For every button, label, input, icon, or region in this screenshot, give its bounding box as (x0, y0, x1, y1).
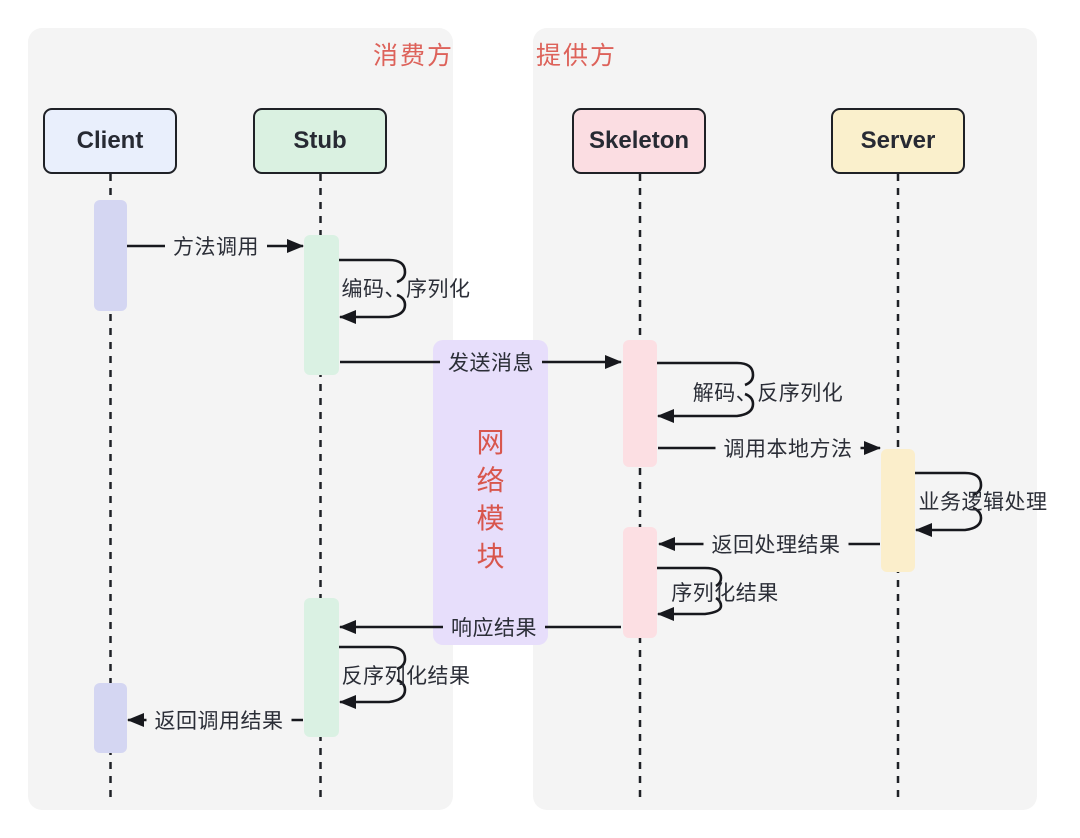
actor-server: Server (831, 108, 965, 174)
label-encode-serialize: 编码、序列化 (341, 278, 471, 301)
activation-client-2 (94, 683, 127, 753)
selfloop-serialize-result-back (657, 596, 723, 621)
activation-stub-2 (304, 598, 339, 737)
label-send-message: 发送消息 (440, 347, 542, 377)
label-response-result: 响应结果 (443, 612, 545, 642)
activation-server-1 (881, 449, 915, 572)
actor-stub: Stub (253, 108, 387, 174)
label-call-local-method: 调用本地方法 (715, 433, 861, 463)
label-deserialize-result: 反序列化结果 (341, 665, 471, 688)
activation-client-1 (94, 200, 127, 311)
activation-stub-1 (304, 235, 339, 375)
selfloop-deserialize-result-back (339, 678, 407, 709)
selfloop-serialize-result-out (657, 566, 723, 588)
selfloop-decode-deserialize-back (657, 392, 755, 423)
actor-client: Client (43, 108, 177, 174)
label-return-result: 返回处理结果 (703, 529, 849, 559)
label-decode-deserialize: 解码、反序列化 (692, 382, 844, 405)
actor-skeleton: Skeleton (572, 108, 706, 174)
label-return-call-result: 返回调用结果 (146, 705, 292, 735)
selfloop-decode-deserialize-out (657, 361, 755, 387)
selfloop-business-logic-back (915, 506, 983, 537)
activation-skeleton-1 (623, 340, 657, 467)
network-module-box: 网络模块 (433, 340, 548, 645)
label-business-logic: 业务逻辑处理 (918, 491, 1048, 514)
label-serialize-result: 序列化结果 (671, 582, 779, 605)
selfloop-business-logic-out (915, 471, 983, 497)
network-module-label: 网络模块 (476, 426, 505, 572)
selfloop-encode-serialize-back (339, 293, 407, 324)
activation-skeleton-2 (623, 527, 657, 638)
selfloop-encode-serialize-out (339, 258, 407, 284)
panel-provider-label: 提供方 (536, 42, 618, 70)
panel-consumer-label: 消费方 (372, 42, 454, 70)
selfloop-deserialize-result-out (339, 645, 407, 671)
label-method-call: 方法调用 (165, 231, 267, 261)
